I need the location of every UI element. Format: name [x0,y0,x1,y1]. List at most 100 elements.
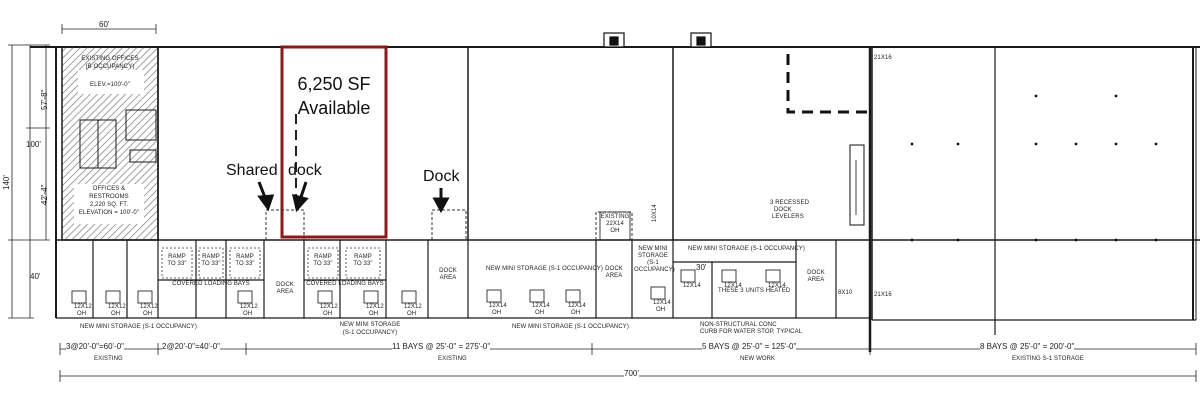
door-4-oh: OH [243,311,253,317]
existing-door-1: EXISTING [600,214,630,220]
callout-arrows [257,181,450,214]
ramp-4-to: TO 33" [313,261,333,267]
covered-bays-1: COVERED LOADING BAYS [172,281,250,287]
ramp-5: RAMP [354,254,372,260]
available-word: Available [297,98,371,118]
dock-area-1b: AREA [276,289,294,295]
wall-element [849,144,865,226]
ramp-5-to: TO 33" [353,261,373,267]
door-8x10: 8X10 [838,290,853,296]
dock-area-3a: DOCK [605,266,623,272]
mini-storage-3: (S-1 [647,260,659,266]
available-space-outline [280,45,388,239]
storage-right-label-bottom: NEW MINI STORAGE (S-1 OCCUPANCY) [512,324,629,330]
left-dimensions [8,44,50,319]
existing-door-2: 22X14 [606,221,624,227]
ramp-3: RAMP [236,254,254,260]
recessed-1: 3 RECESSED [770,200,810,206]
dock-area-2a: DOCK [439,268,457,274]
dim-left-total: 140' [2,175,11,190]
dim-seg2: 2@20'-0"=40'-0" [162,342,220,351]
dim-left-mid: 100' [26,140,41,149]
curb-note-1: NON-STRUCTURAL CONC [700,322,777,328]
door-13-size: 12X14 [724,283,742,289]
office-interior [79,109,157,169]
office-restroom-1: OFFICES & [92,186,126,192]
office-title-2: (B OCCUPANCY) [85,64,135,70]
shared-label: Shared [226,162,278,179]
office-restroom-3: 2,220 SQ. FT. [89,202,129,208]
recessed-2: DOCK [774,207,792,213]
curb-note-2: CURB FOR WATER STOP, TYPICAL [700,329,803,335]
dock-area-1a: DOCK [276,282,294,288]
door-5-size: 12X12 [320,304,338,310]
recessed-3: LEVELERS [772,214,804,220]
dock-area-3b: AREA [605,273,623,279]
storage-mid-label-1: NEW MINI STORAGE [339,322,401,328]
office-title-1: EXISTING OFFICES [81,56,139,62]
dim-30: 30' [696,263,707,272]
door-3-oh: OH [143,311,153,317]
door-2-oh: OH [111,311,121,317]
door-3-size: 12X12 [140,304,158,310]
door-8-oh: OH [492,310,502,316]
office-restroom-2: RESTROOMS [89,194,129,200]
door-14-size: 12X14 [768,283,786,289]
door-11-oh: OH [656,307,666,313]
door-1-size: 12X12 [74,304,92,310]
dim-seg1-note: EXISTING [94,356,123,362]
dim-seg5: 8 BAYS @ 25'-0" = 200'-0" [980,342,1075,351]
door-6-oh: OH [369,311,379,317]
door-11-size: 12X14 [653,300,671,306]
dim-left-storage: 40' [30,272,41,281]
ramp-1: RAMP [168,254,186,260]
door-5-oh: OH [323,311,333,317]
ramp-3-to: TO 33" [235,261,255,267]
door-10-size: 12X14 [568,303,586,309]
shared-dock-label: dock [288,162,322,179]
dim-left-upper: 57'-8" [40,89,49,110]
existing-door-3: OH [610,228,620,234]
mini-storage-1: NEW MINI [638,246,668,252]
mini-storage-2: STORAGE [638,253,668,259]
door-21x16-bottom: 21X16 [874,292,892,298]
available-sf: 6,250 SF [297,74,371,94]
door-21x16-top: 21X16 [874,55,892,61]
dim-seg1: 3@20'-0"=60'-0" [66,342,124,351]
door-10x14: 10X14 [652,204,658,222]
dim-seg3: 11 BAYS @ 25'-0" = 275'-0" [392,342,491,351]
ramp-2: RAMP [202,254,220,260]
column-grid [910,94,1158,242]
storage-mid-label-2: (S-1 OCCUPANCY) [342,330,398,336]
office-restroom-4: ELEVATION = 100'-0" [78,210,140,216]
dock-area-2b: AREA [439,275,457,281]
door-markers [71,211,781,304]
dim-seg4-note: NEW WORK [740,356,776,362]
door-4-size: 12X12 [240,304,258,310]
dashed-l-mark [786,54,868,114]
ramp-2-to: TO 33" [201,261,221,267]
door-9-size: 12X14 [532,303,550,309]
door-8-size: 12X14 [489,303,507,309]
dim-seg3-note: EXISTING [438,356,467,362]
ramp-1-to: TO 33" [167,261,187,267]
dock-area-4a: DOCK [807,270,825,276]
dim-seg5-note: EXISTING S-1 STORAGE [1012,356,1084,362]
door-9-oh: OH [535,310,545,316]
dim-overall: 700' [624,369,639,378]
new-mini-right: NEW MINI STORAGE (S-1 OCCUPANCY) [688,246,805,252]
door-6-size: 12X12 [366,304,384,310]
heated-note: THESE 3 UNITS HEATED [718,288,791,294]
ramp-outlines [161,247,381,279]
dock-area-4b: AREA [807,277,825,283]
dim-top-width: 60' [99,20,110,29]
storage-dividers [92,240,837,318]
top-dimension [61,24,157,34]
roof-items [603,32,712,48]
dim-left-lower: 42'-4" [40,184,49,205]
dim-seg4: 5 BAYS @ 25'-0" = 125'-0" [702,342,797,351]
door-2-size: 12X12 [108,304,126,310]
door-1-oh: OH [77,311,87,317]
door-12-size: 12X14 [683,283,701,289]
